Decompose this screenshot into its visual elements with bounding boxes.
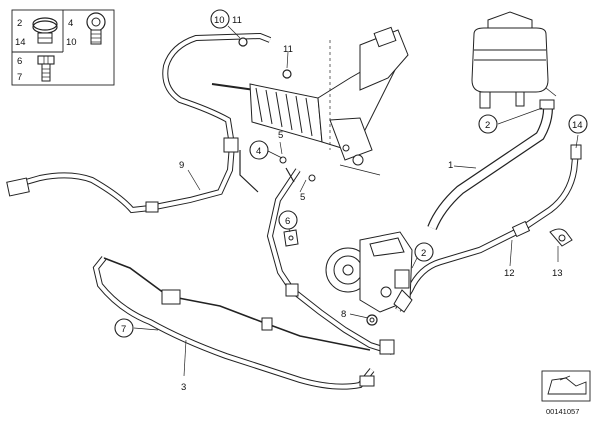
clamp-ring-icon <box>32 17 58 44</box>
legend-label-10: 10 <box>66 37 77 48</box>
hose-3 <box>92 256 375 390</box>
reference-box <box>541 370 591 402</box>
legend-label-14: 14 <box>15 37 26 48</box>
bracket-6 <box>283 229 299 247</box>
hex-bolt-icon <box>37 55 55 82</box>
callout-5-lower: 5 <box>300 192 305 203</box>
hose-pressure <box>266 168 395 355</box>
callout-7: 7 <box>121 324 126 335</box>
callout-11-top: 11 <box>232 15 242 26</box>
banjo-bolt-icon <box>86 12 106 45</box>
reference-number: 00141057 <box>546 407 579 416</box>
fluid-reservoir <box>471 11 557 109</box>
legend-label-4: 4 <box>68 18 73 29</box>
callout-9: 9 <box>179 160 184 171</box>
clamp-13 <box>549 228 573 247</box>
callout-circles <box>114 9 588 338</box>
callout-3: 3 <box>181 382 186 393</box>
callout-14: 14 <box>572 120 583 131</box>
hose-9 <box>6 144 235 214</box>
fittings-5 <box>279 156 316 183</box>
legend-label-2: 2 <box>17 18 22 29</box>
hose-12 <box>395 144 582 312</box>
callout-2-top: 2 <box>485 120 490 131</box>
washer-11 <box>238 37 292 79</box>
steering-rack <box>211 26 409 176</box>
legend-box: 2 14 4 10 6 7 <box>11 9 115 86</box>
callout-4: 4 <box>256 146 261 157</box>
callout-10: 10 <box>214 15 225 26</box>
callout-13: 13 <box>552 268 563 279</box>
washer-8 <box>366 314 378 326</box>
hose-1 <box>427 99 555 230</box>
leader-lines <box>133 25 579 377</box>
legend-label-7: 7 <box>17 72 22 83</box>
callout-2-pump: 2 <box>421 248 426 259</box>
power-steering-pump <box>325 231 413 313</box>
hose-upper-loop <box>162 32 272 193</box>
callout-6: 6 <box>285 216 290 227</box>
callout-1: 1 <box>448 160 453 171</box>
callout-8: 8 <box>341 309 346 320</box>
callout-12: 12 <box>504 268 515 279</box>
legend-label-6: 6 <box>17 56 22 67</box>
callout-5-upper: 5 <box>278 130 283 141</box>
callout-11-lower: 11 <box>283 44 293 55</box>
